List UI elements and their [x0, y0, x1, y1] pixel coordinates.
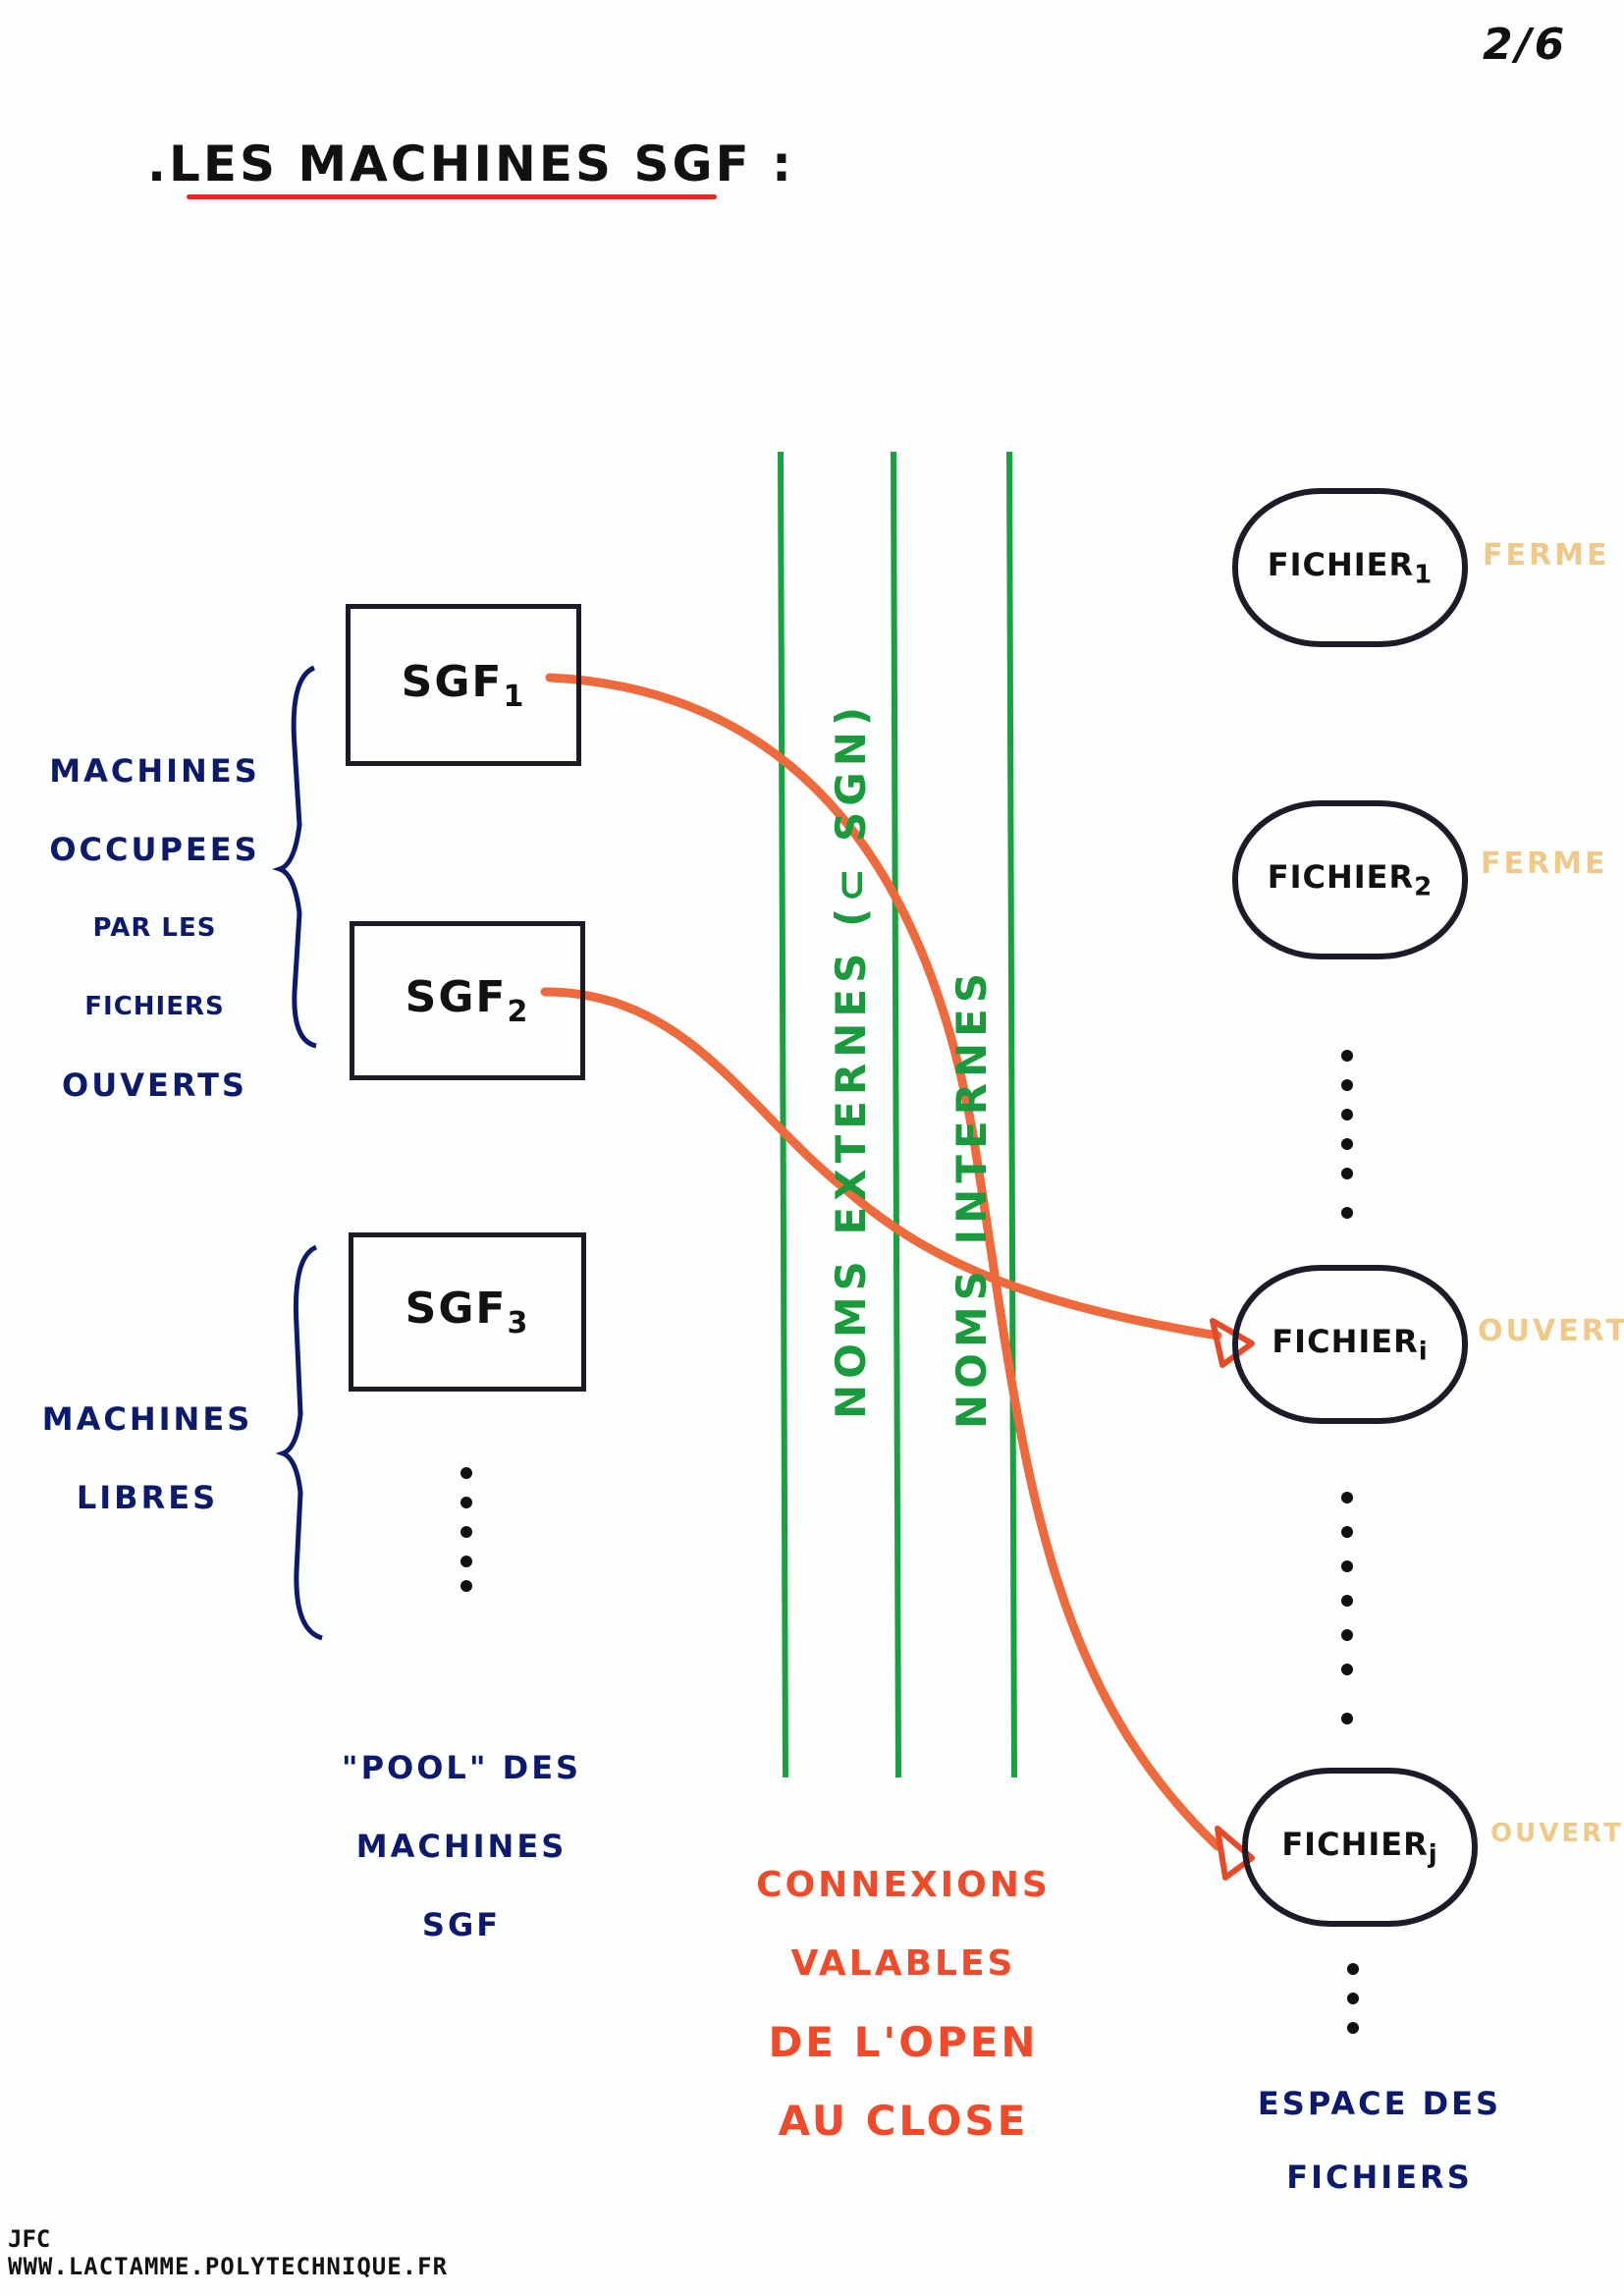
brace-libres	[275, 1244, 323, 1641]
connection-arrow-sgf1	[545, 673, 1222, 1851]
label-libres-line-2: LIBRES	[76, 1479, 219, 1516]
connexions-line-1: CONNEXIONS	[756, 1865, 1051, 1905]
label-machines-occupees: MACHINES OCCUPEES PAR LES FICHIERS OUVER…	[20, 732, 290, 1124]
fichier-1-label: FICHIER1	[1267, 545, 1434, 590]
fichier-1-status: FERME	[1483, 538, 1610, 573]
label-espace-fichiers: ESPACE DES FICHIERS	[1242, 2067, 1517, 2214]
label-connexions: CONNEXIONS VALABLES DE L'OPEN AU CLOSE	[746, 1846, 1060, 2160]
fichier-2-label: FICHIER2	[1267, 857, 1434, 902]
footer-url: WWW.LACTAMME.POLYTECHNIQUE.FR	[8, 2253, 449, 2280]
espace-label-line-1: ESPACE DES	[1257, 2085, 1502, 2122]
pool-label-line-3: SGF	[421, 1906, 502, 1943]
footer-jfc: JFC	[8, 2225, 51, 2253]
fichier-i-status: OUVERT	[1478, 1314, 1624, 1348]
brace-occupees	[272, 665, 317, 1049]
green-line-1	[778, 451, 788, 1778]
title-underline	[187, 194, 717, 199]
sgf-2-label: SGF2	[405, 972, 530, 1029]
label-noms-externes: NOMS EXTERNES (⊂ SGN)	[827, 700, 875, 1419]
fichier-i-label: FICHIERi	[1272, 1322, 1429, 1367]
sgf-1-label: SGF1	[401, 656, 526, 714]
connection-arrow-sgf2	[540, 987, 1222, 1340]
label-occupees-line-4: OUVERTS	[62, 1066, 247, 1104]
arrowhead-sgf1	[1215, 1826, 1255, 1881]
fichier-i: FICHIERi	[1232, 1265, 1468, 1424]
files-ellipsis-dots-3	[1347, 1963, 1359, 2034]
label-occupees-line-3: PAR LES FICHIERS	[84, 913, 225, 1021]
page-title: .LES MACHINES SGF :	[147, 136, 795, 192]
sgf-box-2: SGF2	[350, 921, 585, 1080]
fichier-j-status: OUVERT	[1490, 1819, 1624, 1848]
espace-label-line-2: FICHIERS	[1286, 2159, 1473, 2196]
sgf-box-1: SGF1	[346, 604, 581, 766]
label-occupees-line-2: OCCUPEES	[49, 831, 260, 868]
page-number: 2/6	[1483, 20, 1568, 70]
green-line-3	[1006, 451, 1017, 1778]
fichier-1: FICHIER1	[1232, 488, 1468, 647]
label-noms-internes: NOMS INTERNES	[947, 966, 996, 1429]
label-libres-line-1: MACHINES	[41, 1400, 253, 1438]
label-machines-libres: MACHINES LIBRES	[39, 1380, 255, 1537]
connexions-line-3: DE L'OPEN	[768, 2018, 1039, 2066]
label-occupees-line-1: MACHINES	[49, 752, 260, 790]
files-ellipsis-dots-2	[1341, 1492, 1353, 1724]
fichier-2: FICHIER2	[1232, 800, 1468, 959]
sgf-ellipsis-dots	[460, 1467, 472, 1592]
sgf-3-label: SGF3	[405, 1284, 530, 1340]
fichier-2-status: FERME	[1481, 847, 1608, 881]
fichier-j-label: FICHIERj	[1281, 1825, 1438, 1870]
connexions-line-4: AU CLOSE	[778, 2097, 1029, 2145]
label-pool-machines: "POOL" DES MACHINES SGF	[295, 1728, 628, 1964]
green-line-2	[891, 451, 901, 1778]
fichier-j: FICHIERj	[1242, 1768, 1478, 1927]
files-ellipsis-dots-1	[1341, 1050, 1353, 1219]
pool-label-line-1: "POOL" DES	[341, 1749, 582, 1786]
pool-label-line-2: MACHINES	[355, 1828, 568, 1865]
connexions-line-2: VALABLES	[790, 1943, 1016, 1984]
sgf-box-3: SGF3	[349, 1232, 586, 1392]
